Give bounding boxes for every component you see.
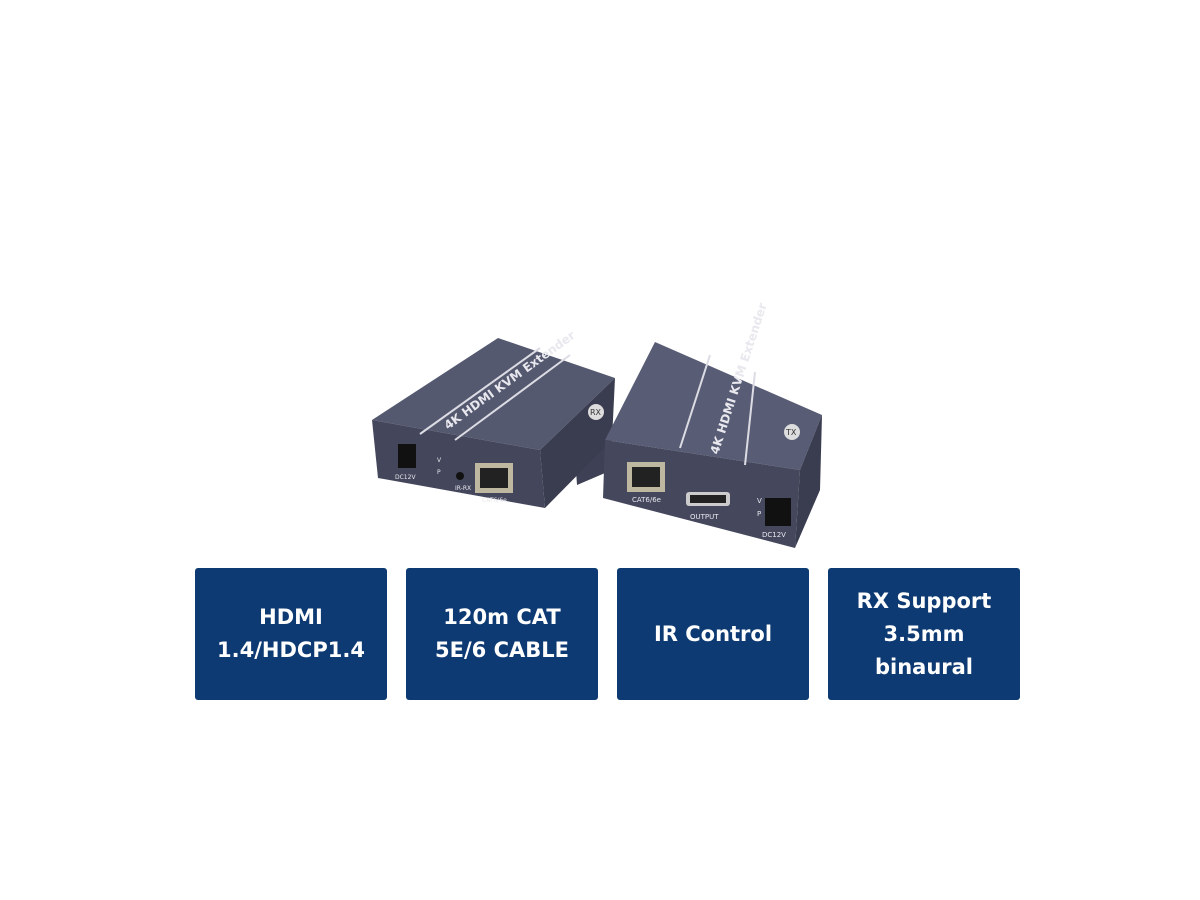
tx-unit: 4K HDMI KVM Extender TX CAT6/6e OUTPUT V…: [603, 301, 822, 548]
feature-cable: 120m CAT 5E/6 CABLE: [406, 568, 598, 700]
feature-ir-control: IR Control: [617, 568, 809, 700]
rx-badge: RX: [590, 408, 602, 417]
tx-port-p: P: [757, 510, 761, 518]
feature-hdmi: HDMI 1.4/HDCP1.4: [195, 568, 387, 700]
rx-port-p: P: [437, 469, 441, 476]
dc-jack-icon-tx: [765, 498, 791, 526]
rx-port-dc: DC12V: [395, 474, 416, 481]
tx-port-dc: DC12V: [762, 531, 786, 539]
dc-jack-icon: [398, 444, 416, 468]
tx-badge-icon: [784, 424, 800, 440]
tx-badge: TX: [785, 428, 797, 437]
rx-badge-icon: [588, 404, 604, 420]
tx-port-output: OUTPUT: [690, 513, 719, 521]
product-photo: 4K HDMI KVM Extender RX DC12V V P IR-RX …: [372, 301, 822, 548]
rx-port-v: V: [437, 457, 442, 464]
tx-port-v: V: [757, 497, 762, 505]
rx-port-ir: IR-RX: [455, 485, 471, 492]
feature-audio: RX Support 3.5mm binaural: [828, 568, 1020, 700]
rx-port-cat: CAT6/6e: [482, 497, 507, 504]
rx-unit: 4K HDMI KVM Extender RX DC12V V P IR-RX …: [372, 328, 615, 508]
tx-port-cat: CAT6/6e: [632, 496, 661, 504]
